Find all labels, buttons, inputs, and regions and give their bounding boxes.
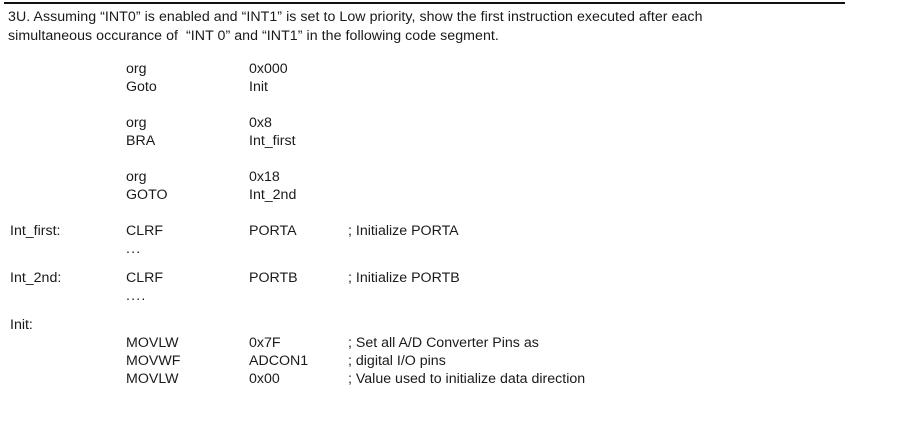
code-label: Int_2nd: <box>10 270 62 286</box>
code-operand: PORTA <box>249 223 297 239</box>
code-line: MOVLW 0x7F ; Set all A/D Converter Pins as <box>0 334 898 352</box>
header-divider <box>4 2 845 4</box>
code-comment: ; Initialize PORTB <box>348 270 460 286</box>
code-mnemonic: MOVLW <box>126 335 179 351</box>
code-line: BRA Int_first <box>0 132 898 150</box>
code-blank-line <box>0 96 898 114</box>
code-mnemonic: org <box>126 115 147 131</box>
code-operand: PORTB <box>249 270 298 286</box>
code-comment: ; Value used to initialize data directio… <box>348 371 586 387</box>
code-mnemonic: GOTO <box>126 187 168 203</box>
code-operand: 0x7F <box>249 335 281 351</box>
code-operand: 0x8 <box>249 115 272 131</box>
code-comment: ; Set all A/D Converter Pins as <box>348 335 539 351</box>
ellipsis-marker: ... <box>126 241 142 257</box>
code-operand: 0x00 <box>249 371 280 387</box>
code-line: GOTO Int_2nd <box>0 186 898 204</box>
question-text: 3U. Assuming “INT0” is enabled and “INT1… <box>8 8 858 45</box>
code-mnemonic: org <box>126 169 147 185</box>
code-blank-line <box>0 150 898 168</box>
code-operand: Int_2nd <box>249 187 297 203</box>
code-line: org 0x000 <box>0 60 898 78</box>
code-operand: 0x000 <box>249 61 288 77</box>
code-blank-line <box>0 258 898 269</box>
code-blank-line <box>0 305 898 316</box>
code-mnemonic: MOVWF <box>126 353 181 369</box>
question-line-2: simultaneous occurance of “INT 0” and “I… <box>8 27 499 44</box>
code-blank-line <box>0 204 898 222</box>
code-line: MOVLW 0x00 ; Value used to initialize data… <box>0 370 898 388</box>
code-line: Int_first: CLRF PORTA ; Initialize PORTA <box>0 222 898 240</box>
code-line: Init: <box>0 316 898 334</box>
code-line: Int_2nd: CLRF PORTB ; Initialize PORTB <box>0 269 898 287</box>
code-label: Int_first: <box>10 223 61 239</box>
code-comment: ; digital I/O pins <box>348 353 446 369</box>
code-line: MOVWF ADCON1 ; digital I/O pins <box>0 352 898 370</box>
code-line: org 0x18 <box>0 168 898 186</box>
ellipsis-marker: .... <box>126 288 147 304</box>
code-mnemonic: MOVLW <box>126 371 179 387</box>
code-ellipsis-row: .... <box>0 287 898 305</box>
code-comment: ; Initialize PORTA <box>348 223 459 239</box>
code-mnemonic: CLRF <box>126 223 164 239</box>
code-operand: Int_first <box>249 133 296 149</box>
code-operand: Init <box>249 79 268 95</box>
question-line-1: 3U. Assuming “INT0” is enabled and “INT1… <box>8 9 703 25</box>
code-operand: ADCON1 <box>249 353 309 369</box>
code-ellipsis-row: ... <box>0 240 898 258</box>
code-line: Goto Init <box>0 78 898 96</box>
code-mnemonic: CLRF <box>126 270 164 286</box>
code-operand: 0x18 <box>249 169 280 185</box>
code-label: Init: <box>10 317 33 333</box>
code-mnemonic: org <box>126 61 147 77</box>
code-line: org 0x8 <box>0 114 898 132</box>
code-mnemonic: Goto <box>126 79 157 95</box>
code-mnemonic: BRA <box>126 133 156 149</box>
